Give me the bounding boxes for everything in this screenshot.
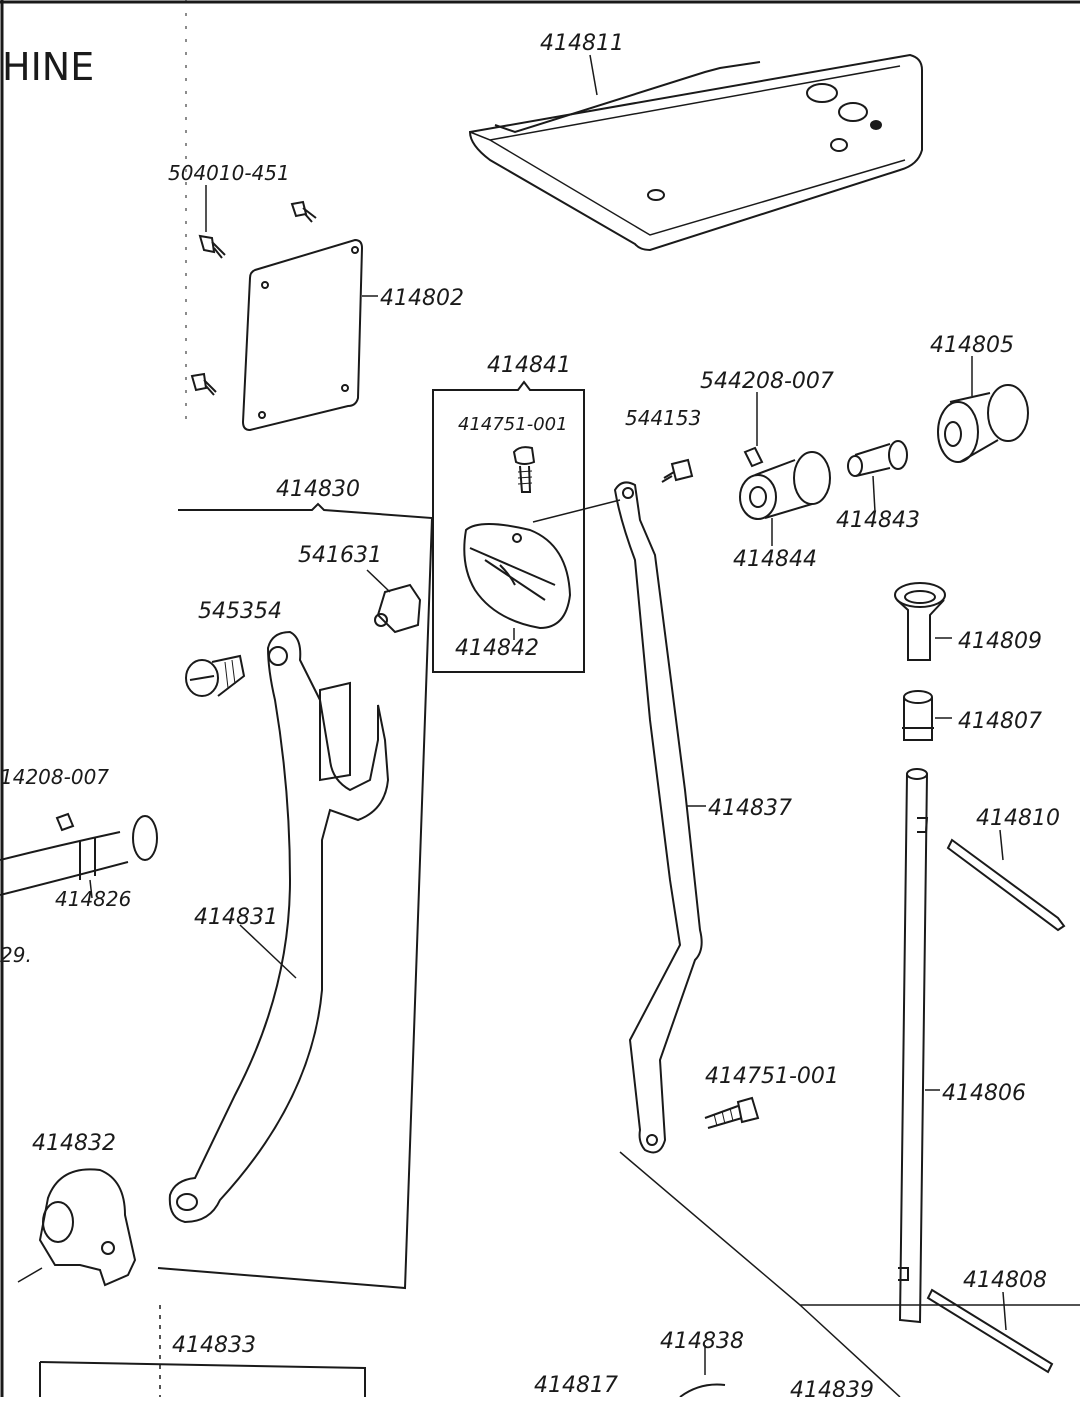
base-panel [39,1361,366,1397]
label-29-fragment: 29. [0,943,32,967]
screw-414751-001-bottom [704,1096,760,1129]
label-414830: 414830 [276,477,360,502]
bracket-outline-414830 [157,502,434,1290]
label-414805: 414805 [930,333,1014,358]
label-414842: 414842 [455,636,539,661]
label-414208-007-fragment: 14208-007 [0,765,109,789]
screw-504010-451 [198,185,226,259]
label-544153: 544153 [625,406,701,430]
page-heading-fragment: HINE [2,45,94,89]
screw-414751-001-top [512,446,536,493]
label-414807: 414807 [958,709,1042,734]
label-414831: 414831 [194,905,278,930]
cover-plate-414811 [468,53,923,252]
label-414838: 414838 [660,1329,744,1354]
screw-top [290,200,317,223]
label-414751-001-bottom: 414751-001 [705,1064,839,1089]
label-544208-007: 544208-007 [700,369,834,394]
label-504010-451: 504010-451 [168,161,290,185]
set-screw-544208-007 [743,392,764,468]
screw-544153 [661,458,694,483]
label-414826: 414826 [55,887,131,911]
label-414809: 414809 [958,629,1042,654]
collar-414807 [902,690,952,741]
label-414808: 414808 [963,1268,1047,1293]
assembly-box-414841 [432,380,585,673]
part-414838-edge [679,1383,726,1398]
plate-414802 [241,238,378,432]
label-414802: 414802 [380,286,464,311]
bushing-414805 [937,356,1029,463]
label-414839: 414839 [790,1378,874,1397]
pin-414810 [946,829,1066,932]
bushing-414809 [894,582,952,661]
label-541631: 541631 [298,543,382,568]
base-diagonal [799,1304,901,1398]
collar-414832 [17,1168,137,1287]
label-414817: 414817 [534,1373,618,1397]
pin-541631 [366,569,422,634]
screw-lower [190,372,217,396]
label-414811: 414811 [540,31,624,56]
pin-414808 [926,1288,1054,1374]
label-414806: 414806 [942,1081,1026,1106]
link-bar-414837 [613,481,706,1154]
label-414837: 414837 [708,796,792,821]
label-414841: 414841 [487,353,571,378]
assembly-leader [532,499,621,523]
label-414844: 414844 [733,547,817,572]
label-414843: 414843 [836,508,920,533]
label-414832: 414832 [32,1131,116,1156]
label-414833: 414833 [172,1333,256,1358]
screw-545354 [185,654,246,697]
lever-414831 [168,630,390,1224]
label-414751-001-top: 414751-001 [458,414,568,435]
label-414810: 414810 [976,806,1060,831]
cam-414842 [463,523,572,630]
shaft-414806 [898,768,940,1324]
label-545354: 545354 [198,599,282,624]
stud-414843 [847,440,908,513]
shaft-414826 [0,812,158,899]
bushing-414844 [739,451,831,546]
